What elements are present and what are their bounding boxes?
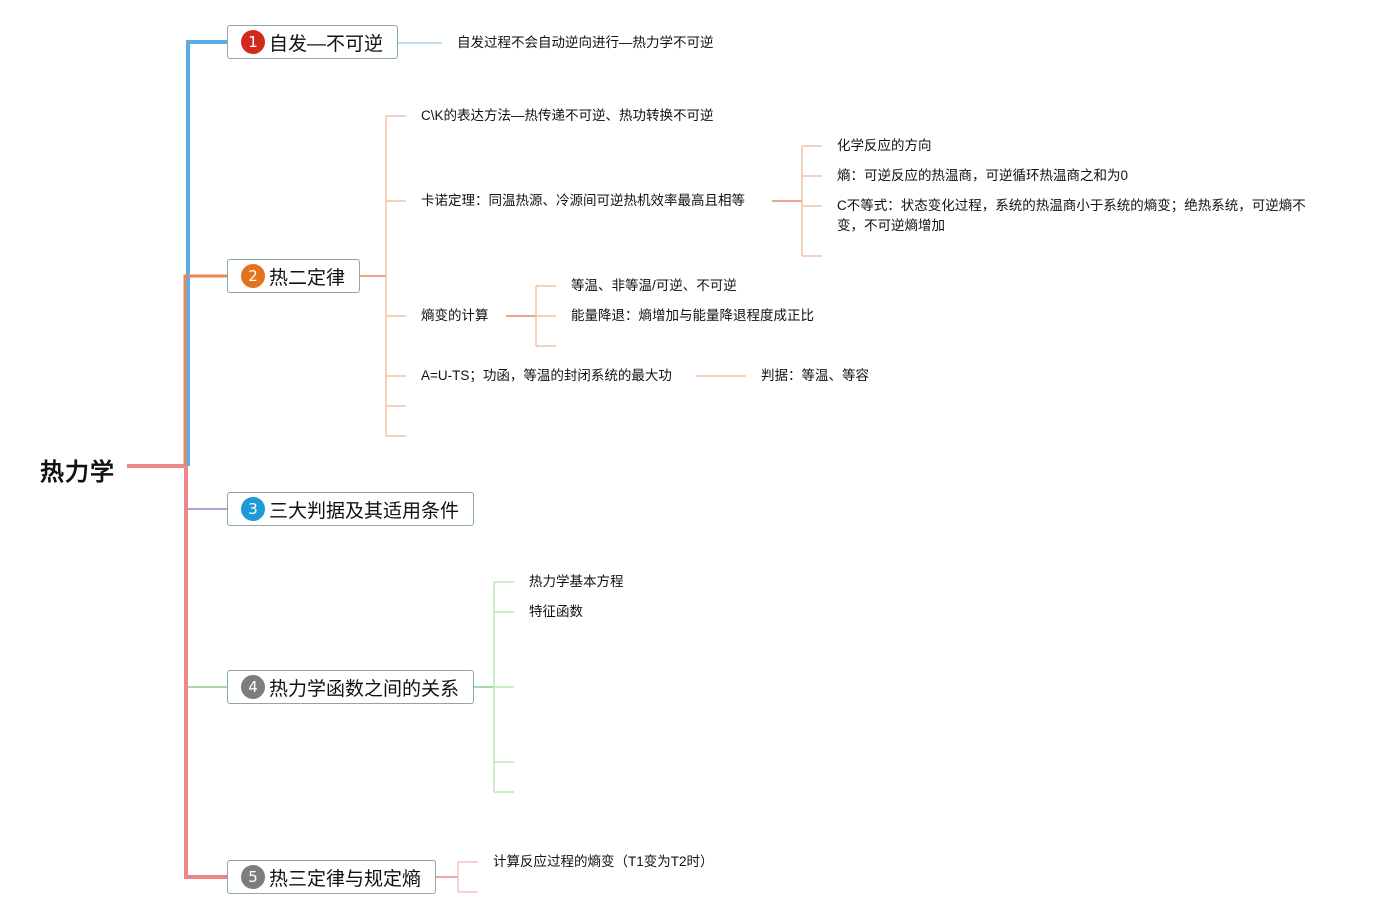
carnot-child-1[interactable]: 化学反应的方向 xyxy=(837,138,932,153)
branch-3-topic[interactable]: 3 三大判据及其适用条件 xyxy=(227,492,475,526)
branch-5-label: 热三定律与规定熵 xyxy=(269,868,422,890)
branch-2-topic[interactable]: 2 热二定律 xyxy=(227,259,361,293)
branch-5-topic[interactable]: 5 热三定律与规定熵 xyxy=(227,860,437,894)
root-topic[interactable]: 热力学 xyxy=(40,459,115,486)
number-badge-5: 5 xyxy=(241,865,265,889)
carnot-child-2[interactable]: 熵：可逆反应的热温商，可逆循环热温商之和为0 xyxy=(837,168,1129,183)
number-badge-4: 4 xyxy=(241,675,265,699)
branch-2-child-2[interactable]: 卡诺定理：同温热源、冷源间可逆热机效率最高且相等 xyxy=(421,193,745,208)
branch-1-child-1[interactable]: 自发过程不会自动逆向进行—热力学不可逆 xyxy=(457,35,714,50)
branch-2-label: 热二定律 xyxy=(269,267,346,289)
branch-1-label: 自发—不可逆 xyxy=(269,33,384,55)
branch-2-child-3[interactable]: 熵变的计算 xyxy=(421,308,489,323)
branch-4-label: 热力学函数之间的关系 xyxy=(269,678,460,700)
number-badge-3: 3 xyxy=(241,497,265,521)
helmholtz-child-1[interactable]: 判据：等温、等容 xyxy=(761,368,869,383)
carnot-child-3[interactable]: C不等式：状态变化过程，系统的热温商小于系统的熵变；绝热系统，可逆熵不变，不可逆… xyxy=(837,198,1306,233)
branch-1-topic[interactable]: 1 自发—不可逆 xyxy=(227,25,399,59)
branch-4-child-2[interactable]: 特征函数 xyxy=(529,604,583,619)
entropy-child-2[interactable]: 能量降退：熵增加与能量降退程度成正比 xyxy=(571,308,814,323)
number-badge-1: 1 xyxy=(241,30,265,54)
branch-4-child-1[interactable]: 热力学基本方程 xyxy=(529,574,624,589)
number-badge-2: 2 xyxy=(241,264,265,288)
branch-2-child-1[interactable]: C\K的表达方法—热传递不可逆、热功转换不可逆 xyxy=(421,108,714,123)
entropy-child-1[interactable]: 等温、非等温/可逆、不可逆 xyxy=(571,278,737,293)
branch-4-topic[interactable]: 4 热力学函数之间的关系 xyxy=(227,670,475,704)
branch-2-child-4[interactable]: A=U-TS；功函，等温的封闭系统的最大功 xyxy=(421,368,672,383)
branch-5-child-1[interactable]: 计算反应过程的熵变（T1变为T2时） xyxy=(493,854,714,869)
branch-3-label: 三大判据及其适用条件 xyxy=(269,500,460,522)
